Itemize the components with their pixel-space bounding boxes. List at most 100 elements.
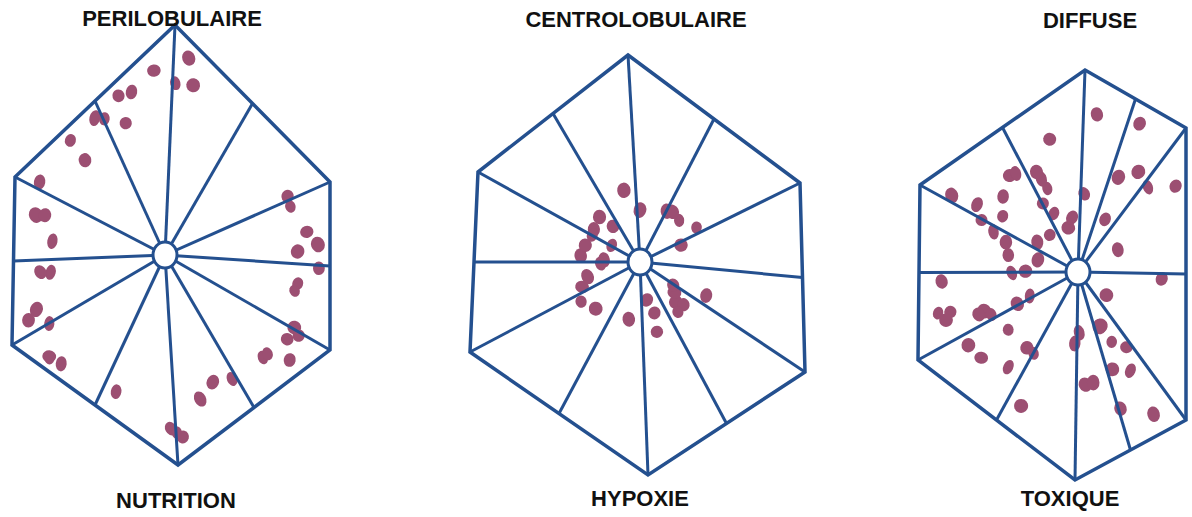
hepatocyte-cord — [165, 255, 330, 266]
necrosis-dot — [1002, 248, 1014, 263]
hepatocyte-cord — [1078, 272, 1186, 274]
lobule-outline — [918, 70, 1186, 480]
necrosis-dot — [593, 255, 607, 272]
hepatocyte-cord — [1075, 272, 1078, 480]
necrosis-dot — [313, 261, 325, 275]
necrosis-dot — [1064, 209, 1081, 227]
necrosis-dot — [124, 84, 138, 101]
necrosis-dot — [63, 133, 77, 149]
necrosis-dot — [289, 243, 306, 261]
lobule-label: NUTRITION — [116, 490, 236, 512]
hepatocyte-cord — [165, 25, 175, 255]
necrosis-dot — [1012, 397, 1030, 415]
necrosis-dot — [961, 338, 976, 353]
lobule-label: TOXIQUE — [1021, 488, 1120, 510]
necrosis-dot — [282, 352, 297, 368]
necrosis-dot — [1009, 165, 1023, 182]
necrosis-dot — [1167, 177, 1184, 194]
hepatocyte-cord — [165, 104, 253, 256]
necrosis-dot — [1002, 323, 1014, 336]
hepatocyte-cord — [1078, 272, 1131, 450]
necrosis-dot — [191, 389, 209, 409]
hepatocyte-cord — [12, 255, 165, 345]
lobule-label: HYPOXIE — [591, 488, 689, 510]
necrosis-dot — [1028, 163, 1045, 181]
necrosis-dot — [288, 283, 302, 298]
necrosis-dot — [646, 305, 662, 321]
necrosis-dot — [999, 235, 1012, 250]
necrosis-dot — [670, 304, 685, 320]
necrosis-dot — [934, 273, 950, 290]
necrosis-dot — [146, 64, 161, 78]
necrosis-dot — [111, 88, 127, 104]
necrosis-dot — [1087, 374, 1100, 390]
hepatocyte-cord — [640, 183, 800, 262]
necrosis-dot — [46, 232, 59, 249]
necrosis-dot — [42, 350, 57, 363]
necrosis-dot — [649, 324, 665, 340]
hepatocyte-cord — [628, 55, 640, 262]
necrosis-dot — [204, 373, 221, 392]
necrosis-dot — [1129, 162, 1148, 181]
hepatocyte-cord — [1078, 70, 1085, 272]
hepatocyte-cord — [15, 177, 165, 255]
hepatocyte-cord — [1078, 128, 1186, 272]
necrosis-dot — [587, 300, 603, 317]
necrosis-dot — [260, 346, 274, 362]
central-vein — [628, 249, 652, 275]
hepatocyte-cord — [919, 271, 1078, 275]
hepatocyte-cord — [640, 262, 805, 372]
lobule-outline — [470, 55, 805, 475]
necrosis-dot — [1042, 132, 1057, 147]
hepatocyte-cord — [165, 255, 330, 350]
lobule-outline — [12, 25, 330, 465]
hepatocyte-cord — [474, 261, 640, 264]
lobule-label: PERILOBULAIRE — [82, 8, 262, 30]
necrosis-dot — [118, 116, 133, 131]
hepatocyte-cord — [165, 255, 254, 408]
hepatocyte-cord — [1078, 272, 1186, 420]
hepatocyte-cord — [95, 101, 165, 255]
hepatocyte-cord — [1078, 99, 1136, 272]
necrosis-dot — [298, 224, 315, 240]
necrosis-dot — [937, 311, 955, 329]
necrosis-dot — [617, 182, 632, 199]
necrosis-dot — [38, 207, 53, 223]
necrosis-dot — [180, 49, 197, 68]
necrosis-dot — [1076, 185, 1092, 202]
hepatocyte-cord — [640, 262, 648, 475]
necrosis-dot — [110, 384, 123, 400]
necrosis-dot — [1072, 324, 1086, 342]
necrosis-dot — [1131, 115, 1149, 133]
hepatocyte-cord — [918, 272, 1078, 360]
necrosis-dot — [22, 313, 35, 328]
necrosis-dot — [632, 201, 648, 219]
necrosis-dot — [309, 235, 327, 255]
necrosis-dot — [1097, 211, 1113, 228]
hepatocyte-cord — [95, 255, 165, 405]
necrosis-dot — [1001, 358, 1016, 376]
hepatocyte-cord — [165, 182, 330, 255]
necrosis-dot — [974, 351, 989, 364]
lobule-label: DIFFUSE — [1043, 10, 1137, 32]
necrosis-dot — [55, 356, 68, 372]
hepatocyte-cord — [553, 114, 640, 263]
necrosis-dot — [997, 189, 1010, 204]
hepatocyte-cord — [470, 262, 640, 352]
necrosis-dot — [970, 305, 987, 323]
hepatocyte-cord — [640, 262, 727, 424]
necrosis-dot — [169, 75, 182, 91]
lobule-label: CENTROLOBULAIRE — [525, 9, 746, 31]
necrosis-dot — [185, 77, 201, 93]
necrosis-dot — [1146, 405, 1162, 423]
central-vein — [153, 242, 177, 268]
hepatocyte-cord — [478, 172, 640, 262]
necrosis-dot — [996, 209, 1010, 224]
necrosis-dot — [78, 152, 93, 168]
necrosis-dot — [32, 263, 49, 281]
hepatocyte-cord — [14, 255, 166, 261]
necrosis-dot — [969, 195, 985, 213]
hepatocyte-cord — [640, 119, 714, 262]
central-vein — [1066, 259, 1090, 285]
